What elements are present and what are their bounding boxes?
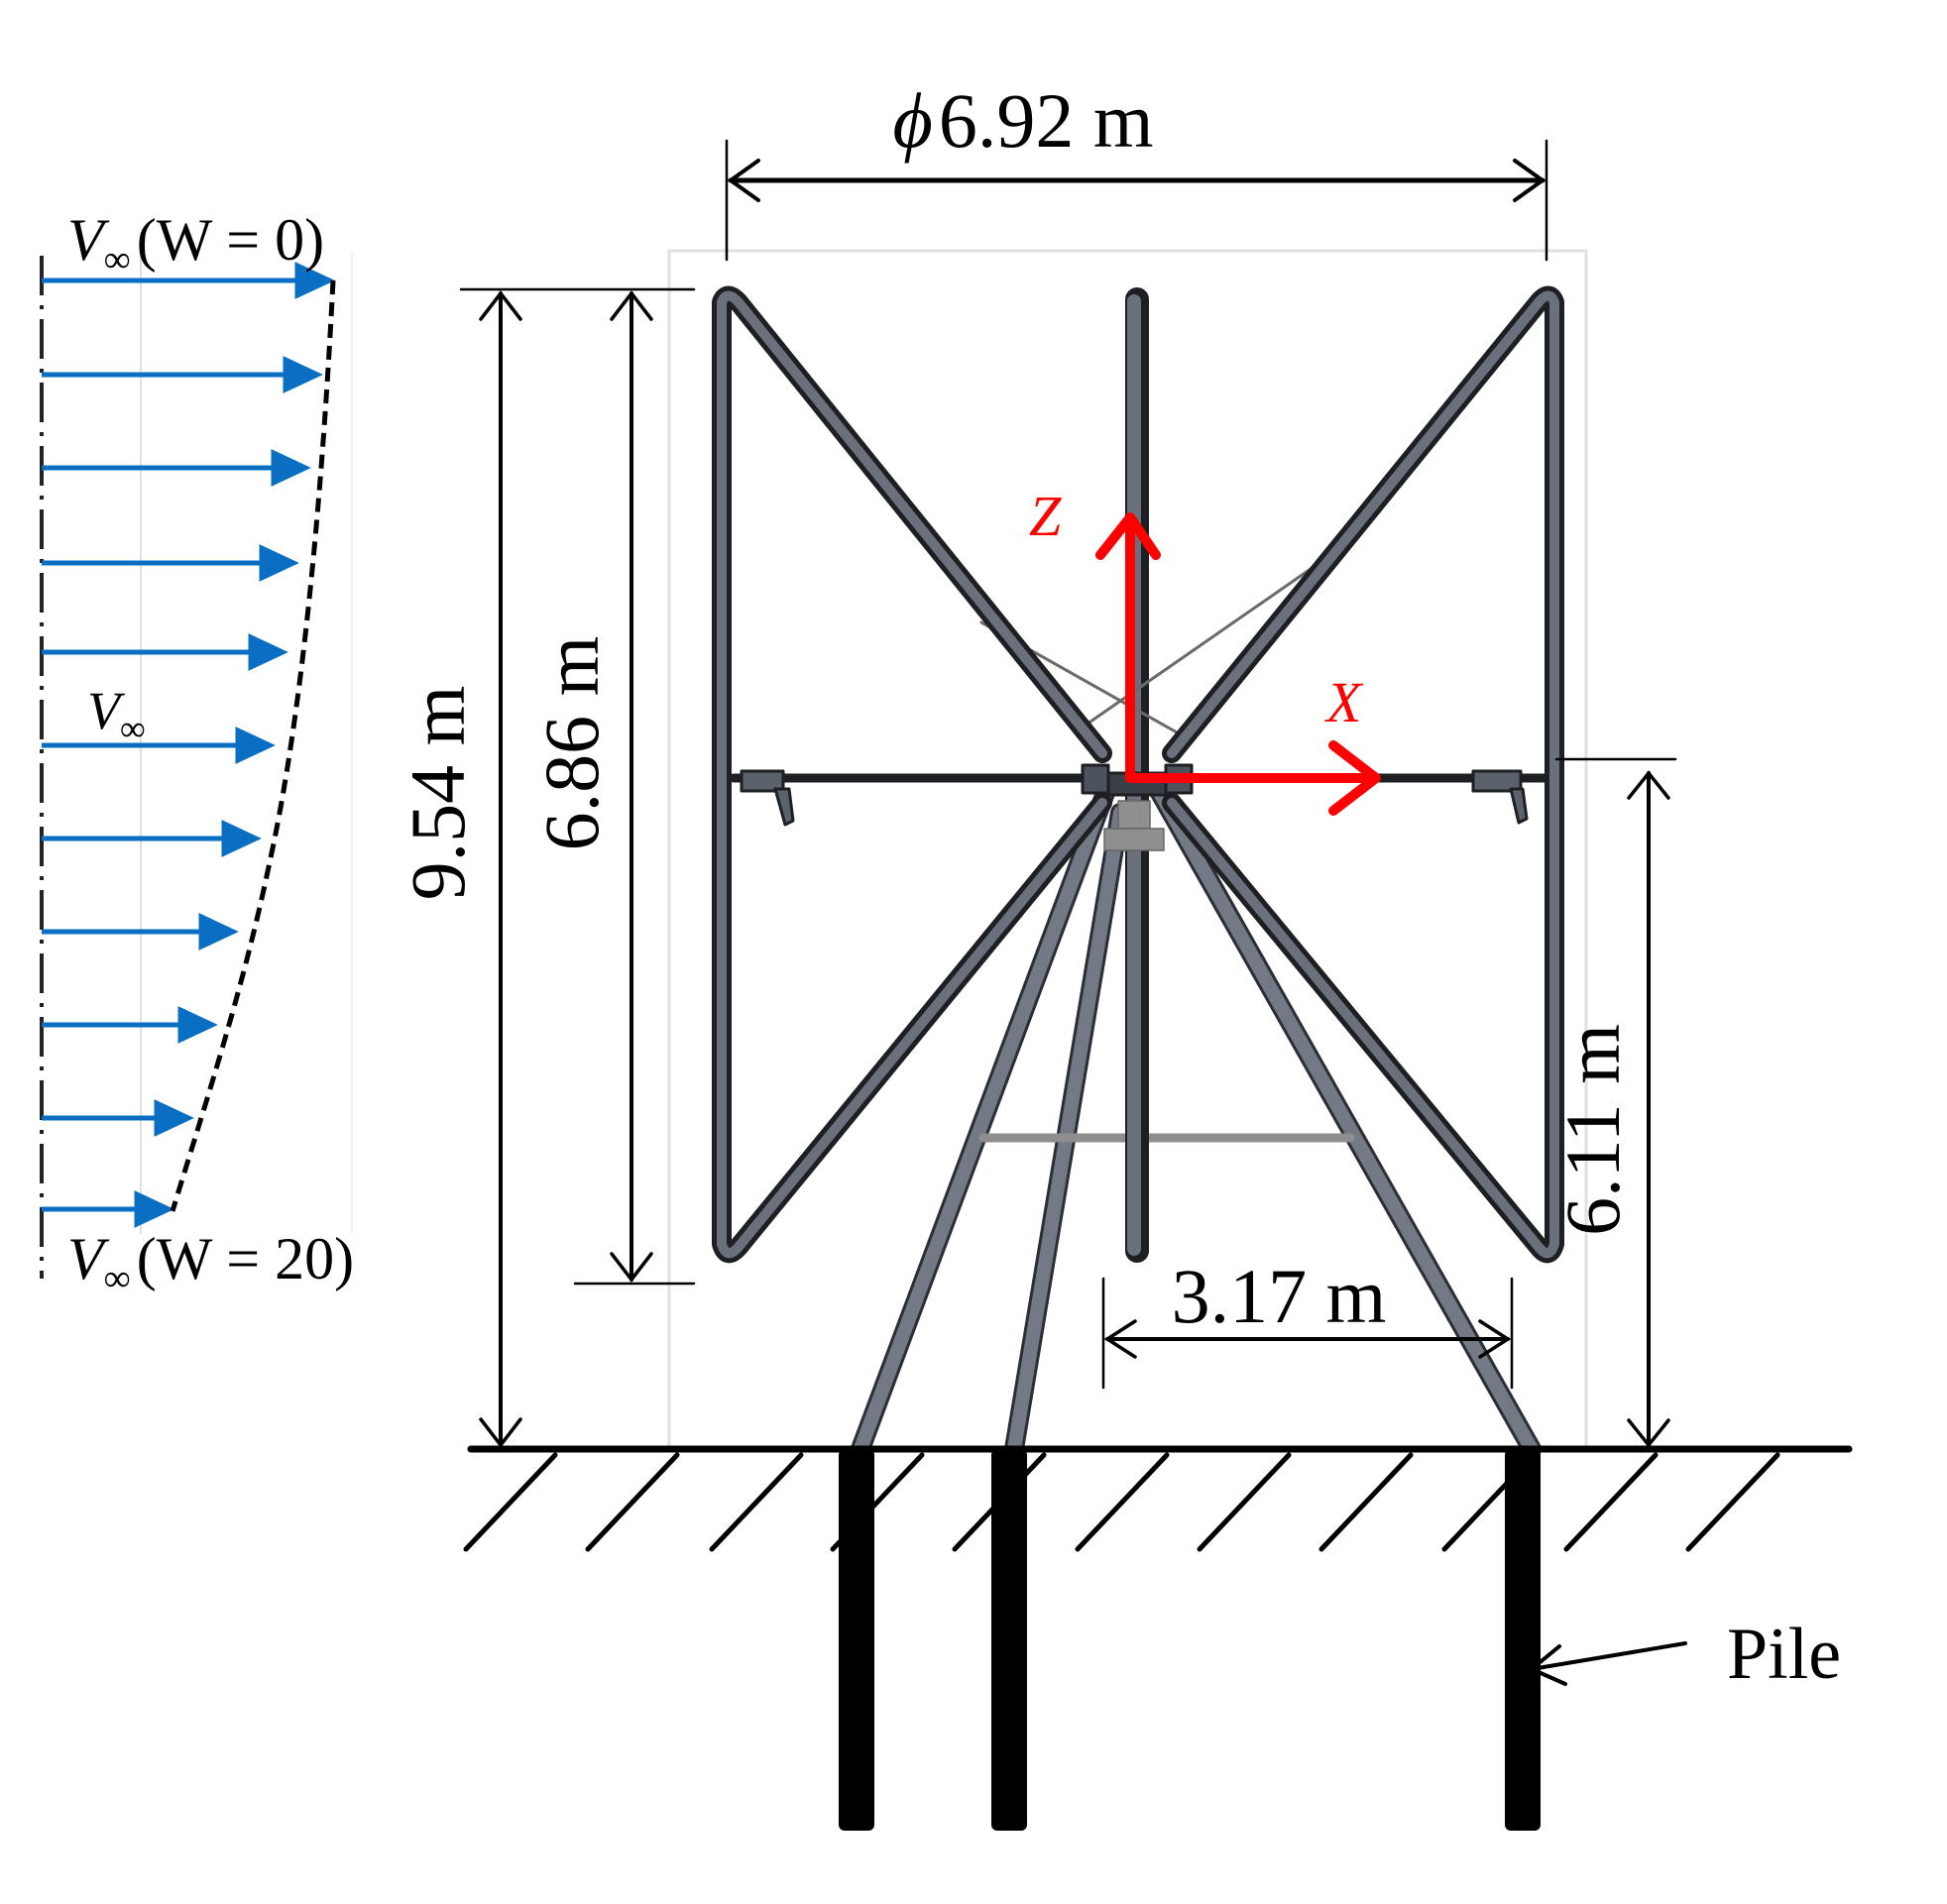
dim-arrowhead-icon bbox=[1627, 770, 1670, 800]
diameter-label: ϕ6.92 m bbox=[892, 77, 1153, 164]
x-axis-arrowhead-icon bbox=[1328, 740, 1381, 816]
arrow-head-icon bbox=[259, 544, 299, 582]
wind-label-top: V∞(W = 0) bbox=[67, 207, 324, 280]
left-blade bbox=[712, 285, 1112, 1264]
wind-label-bottom: V∞(W = 20) bbox=[67, 1226, 354, 1299]
piles bbox=[839, 1449, 1541, 1831]
x-axis-label: X bbox=[1324, 670, 1364, 734]
wind-label-mid: V∞ bbox=[87, 681, 146, 748]
z-axis-label: Z bbox=[1029, 484, 1062, 548]
wind-profile: V∞(W = 0) V∞ V∞(W = 20) bbox=[40, 207, 354, 1299]
wind-arrows bbox=[42, 262, 335, 1228]
z-axis-arrowhead-icon bbox=[1095, 512, 1161, 560]
dim-arrowhead-icon bbox=[610, 290, 653, 321]
dim-arrowhead-icon bbox=[479, 1417, 522, 1448]
left-blade-fill bbox=[717, 290, 1107, 1259]
arrow-head-icon bbox=[134, 1190, 174, 1228]
total-height-label: 9.54 m bbox=[395, 686, 481, 901]
right-blade-fill bbox=[1167, 290, 1559, 1259]
pile-label: Pile bbox=[1727, 1614, 1841, 1695]
blade-height-label: 6.86 m bbox=[528, 636, 615, 851]
leg-spread-label: 3.17 m bbox=[1172, 1253, 1387, 1339]
right-blade bbox=[1162, 285, 1564, 1264]
dim-arrowhead-icon bbox=[479, 290, 522, 321]
arrow-head-icon bbox=[221, 820, 262, 857]
pile bbox=[839, 1449, 874, 1831]
dim-arrowhead-icon bbox=[1627, 1418, 1670, 1448]
dim-arrowhead-icon bbox=[610, 1252, 653, 1283]
dim-arrowhead-icon bbox=[1513, 159, 1546, 202]
dimension-lines bbox=[459, 139, 1677, 1448]
turbine-structure bbox=[712, 285, 1564, 1459]
ground-hatching bbox=[463, 1452, 1780, 1552]
arm-bracket-left bbox=[740, 769, 795, 827]
pile-pointer-arrowhead-icon bbox=[1528, 1644, 1567, 1686]
arrow-head-icon bbox=[294, 262, 335, 299]
dim-arrowhead-icon bbox=[727, 159, 760, 202]
generator-block bbox=[1103, 828, 1165, 851]
support-leg bbox=[1153, 786, 1539, 1456]
dim-arrowhead-icon bbox=[1103, 1319, 1137, 1359]
arrow-head-icon bbox=[154, 1099, 194, 1137]
arrow-head-icon bbox=[248, 633, 288, 671]
arrow-head-icon bbox=[177, 1006, 218, 1044]
brace-wire bbox=[1079, 565, 1316, 730]
arrow-head-icon bbox=[235, 727, 276, 764]
arm-bracket-right bbox=[1471, 769, 1529, 825]
arrow-head-icon bbox=[271, 449, 311, 487]
support-leg bbox=[854, 786, 1112, 1456]
support-leg bbox=[1007, 806, 1127, 1456]
dim-arrowhead-icon bbox=[1478, 1319, 1512, 1359]
generator-block bbox=[1117, 800, 1151, 830]
arrow-head-icon bbox=[198, 913, 239, 951]
coordinate-axes bbox=[1095, 512, 1381, 816]
pile-pointer-line bbox=[1530, 1641, 1687, 1671]
arrow-head-icon bbox=[283, 356, 323, 393]
velocity-profile-curve bbox=[170, 280, 336, 1212]
pile bbox=[991, 1449, 1027, 1831]
pile-callout bbox=[1528, 1641, 1687, 1686]
hub-height-label: 6.11 m bbox=[1549, 1024, 1636, 1236]
pile bbox=[1505, 1449, 1541, 1831]
ground bbox=[463, 1445, 1853, 1552]
